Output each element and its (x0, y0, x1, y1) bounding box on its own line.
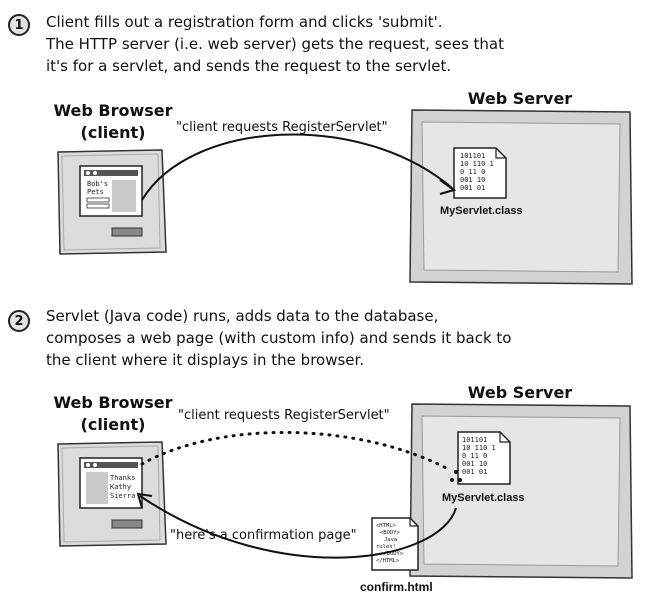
step-2-class-filename: MyServlet.class (442, 492, 525, 504)
step-1-request-arrow (141, 133, 453, 201)
step-2-server-label: Web Server (467, 383, 573, 402)
step-1-binary-5: 001 01 (460, 184, 485, 192)
step-2-browser-label-title: Web Browser (53, 393, 173, 412)
step-2-number: 2 (8, 310, 30, 332)
step-2-screen-line-3: Sierra (110, 492, 135, 500)
step-2-screen-line-2: Kathy (110, 483, 131, 491)
step-1-screen-line-2: Pets (87, 188, 104, 196)
step-1-binary-3: 0 11 0 (460, 168, 485, 176)
step-2-binary-5: 001 01 (462, 468, 487, 476)
step-2-html-line-1: <HTML> (376, 523, 397, 529)
step-2-diagram: Thanks Kathy Sierra 101101 10 110 1 0 11… (57, 403, 633, 579)
step-2-html-line-5: </BODY> (380, 551, 404, 557)
step-2-binary-2: 10 110 1 (462, 444, 496, 452)
step-2-browser-label-subtitle: (client) (80, 415, 146, 434)
step-2-html-line-6: </HTML> (376, 558, 400, 564)
step-1-browser-label-title: Web Browser (53, 101, 173, 120)
step-1-diagram: Bob's Pets 101101 10 110 1 0 11 0 001 10… (57, 109, 633, 285)
step-2-line-1: Servlet (Java code) runs, adds data to t… (46, 307, 439, 325)
step-2-html-file-icon: <HTML> <BODY> Java rules! </BODY> </HTML… (371, 517, 419, 571)
step-2-html-filename: confirm.html (360, 580, 433, 594)
step-1-line-3: it's for a servlet, and sends the reques… (46, 57, 452, 75)
step-2-response-arrow (139, 495, 457, 559)
step-2-html-line-2: <BODY> (380, 530, 401, 536)
step-1-binary-1: 101101 (460, 152, 485, 160)
step-2-html-line-4: rules! (376, 544, 396, 550)
step-1-server-label: Web Server (467, 89, 573, 108)
step-2-binary-1: 101101 (462, 436, 487, 444)
step-1-browser-label: Web Browser (client) (48, 100, 178, 144)
step-1-arrow-label: "client requests RegisterServlet" (176, 120, 388, 135)
step-1-number: 1 (8, 14, 30, 36)
step-2-response-label: "here's a confirmation page" (170, 528, 357, 543)
step-1-line-1: Client fills out a registration form and… (46, 13, 443, 31)
step-2-html-line-3: Java (384, 537, 397, 543)
step-2-binary-4: 001 10 (462, 460, 487, 468)
step-1-class-file-icon: 101101 10 110 1 0 11 0 001 10 001 01 (453, 147, 507, 199)
step-2-client-computer: Thanks Kathy Sierra (57, 441, 167, 547)
step-1-line-2: The HTTP server (i.e. web server) gets t… (46, 35, 504, 53)
step-1-binary-4: 001 10 (460, 176, 485, 184)
step-2-class-file-icon: 101101 10 110 1 0 11 0 001 10 001 01 (457, 431, 511, 485)
step-2-browser-label: Web Browser (client) (48, 392, 178, 436)
step-1-browser-label-subtitle: (client) (80, 123, 146, 142)
step-2-request-path (140, 430, 452, 472)
step-2-binary-3: 0 11 0 (462, 452, 487, 460)
step-2-server-box (409, 403, 633, 579)
step-1-binary-2: 10 110 1 (460, 160, 494, 168)
step-2-line-3: the client where it displays in the brow… (46, 351, 365, 369)
step-2-screen-line-1: Thanks (110, 474, 135, 482)
step-2-line-2: composes a web page (with custom info) a… (46, 329, 512, 347)
step-1-class-filename: MyServlet.class (440, 205, 523, 217)
step-1-screen-line-1: Bob's (87, 180, 108, 188)
step-1-client-computer: Bob's Pets (57, 149, 167, 255)
step-2-request-label: "client requests RegisterServlet" (178, 408, 390, 423)
step-1-server-box (409, 109, 633, 285)
